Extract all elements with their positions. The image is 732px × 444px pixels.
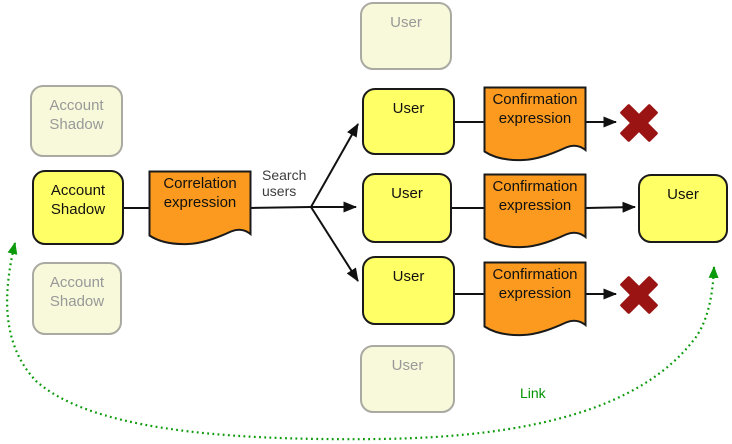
node-user-faded-bottom: User	[360, 345, 455, 413]
edge-correlation-to-fanout	[249, 206, 312, 209]
node-user-faded-top: User	[360, 2, 452, 70]
link-label: Link	[520, 385, 546, 401]
node-user-candidate-1: User	[362, 88, 455, 155]
node-label: User	[391, 185, 423, 202]
node-label: Account Shadow	[50, 182, 106, 218]
document-shape	[483, 173, 587, 249]
node-correlation-expression: Correlation expression	[148, 170, 252, 248]
node-account-shadow-faded-top: Account Shadow	[30, 85, 123, 157]
node-confirmation-expression-2: Confirmation expression	[483, 173, 587, 251]
node-label: User	[390, 14, 422, 31]
rejected-x-icon-bottom	[620, 276, 658, 314]
node-label: Confirmation expression	[492, 178, 578, 214]
node-user-result: User	[638, 174, 728, 243]
document-shape	[483, 261, 587, 337]
document-shape	[483, 86, 587, 162]
rejected-x-icon-top	[620, 104, 658, 142]
node-label: Confirmation expression	[492, 266, 578, 302]
edge-link-shadow-user	[6, 242, 719, 441]
node-label: Correlation expression	[163, 175, 237, 211]
node-account-shadow-faded-bottom: Account Shadow	[32, 262, 122, 335]
node-label: User	[391, 357, 424, 374]
node-confirmation-expression-3: Confirmation expression	[483, 261, 587, 339]
search-users-label: Search users	[262, 167, 307, 199]
node-label: User	[667, 186, 699, 203]
node-user-candidate-3: User	[362, 256, 455, 325]
edge-confirmation2-to-user	[585, 201, 636, 213]
edge-search-to-user3	[310, 206, 359, 282]
node-user-candidate-2: User	[362, 173, 452, 243]
document-shape	[148, 170, 252, 246]
node-label: Account Shadow	[49, 274, 105, 310]
node-label: User	[392, 268, 425, 285]
node-account-shadow-selected: Account Shadow	[32, 170, 124, 245]
node-label: Account Shadow	[49, 97, 104, 133]
edge-search-to-user1	[310, 123, 359, 208]
node-label: User	[392, 100, 425, 117]
node-label: Confirmation expression	[492, 91, 578, 127]
node-confirmation-expression-1: Confirmation expression	[483, 86, 587, 164]
